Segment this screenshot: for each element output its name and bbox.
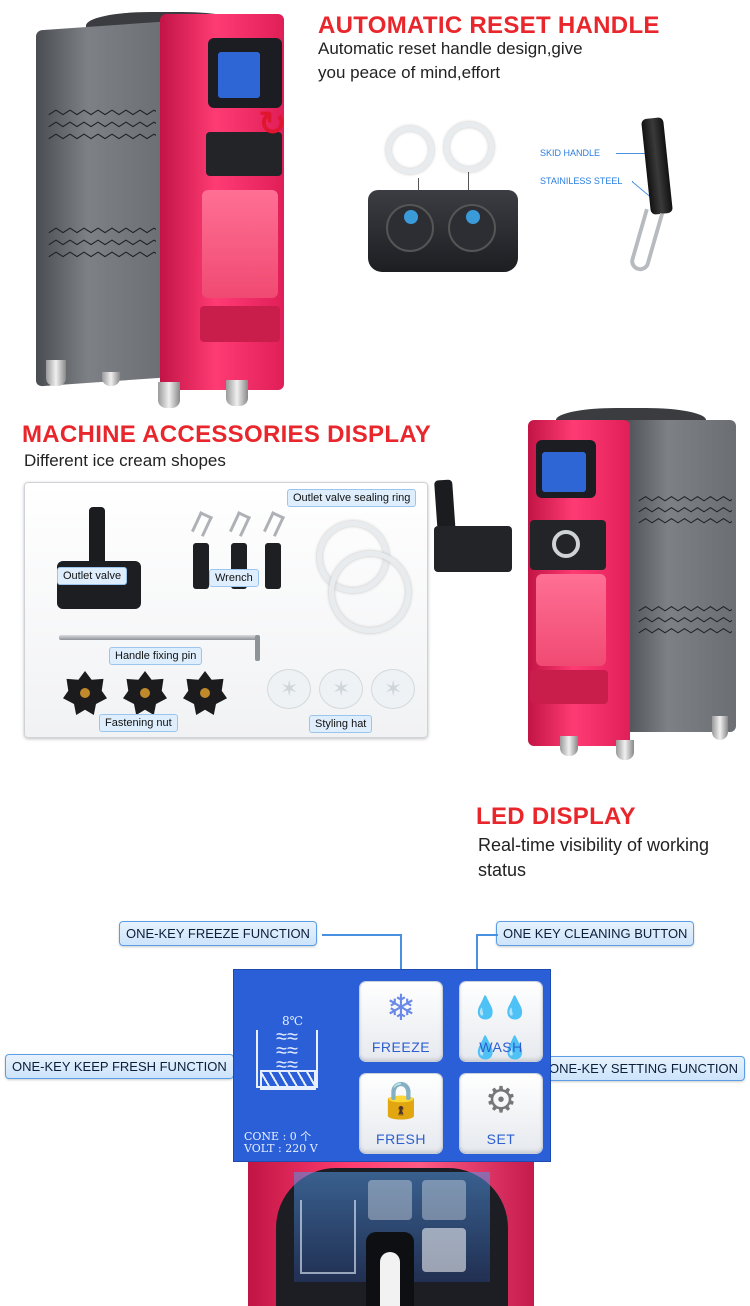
reset-handle-desc-1: Automatic reset handle design,give [318,39,583,58]
accessories-desc: Different ice cream shopes [24,451,226,470]
wrench-1 [191,511,213,589]
accessories-title: MACHINE ACCESSORIES DISPLAY [22,421,432,448]
accessories-panel: Outlet valve Wrench Outlet valve sealing… [24,482,428,738]
snowflake-icon: ❄ [385,987,417,1028]
fresh-key[interactable]: 🔒 FRESH [360,1074,442,1153]
callout-fresh: ONE-KEY KEEP FRESH FUNCTION [5,1054,234,1079]
led-display-desc-2: status [478,860,527,880]
steel-fork-illustration [627,208,665,274]
accessory-ring-2 [329,551,411,633]
temperature-readout: 8℃ [282,1014,304,1028]
reset-arrow-icon: ↻ [258,105,287,143]
fresh-key-label: FRESH [376,1131,426,1147]
set-key[interactable]: ⚙ SET [460,1074,542,1153]
skid-handle-illustration [641,117,673,215]
outlet-valve-handle [89,507,105,567]
zigzag-vent-bottom: ︿︿︿︿︿︿︿︿︿︿︿︿︿︿︿︿︿︿︿︿︿︿︿︿︿︿︿ [48,222,156,260]
wash-key[interactable]: 💧💧💧💧 WASH [460,982,542,1061]
wrench-tag: Wrench [209,569,259,587]
sealing-ring-tag: Outlet valve sealing ring [287,489,417,507]
fastening-nut-3 [183,671,227,715]
reset-handle-title: AUTOMATIC RESET HANDLE [318,12,660,39]
wrench-3 [263,511,285,589]
fixing-pin-tag: Handle fixing pin [109,647,203,665]
freeze-key-label: FREEZE [371,1039,431,1055]
led-display-desc-1: Real-time visibility of working [478,835,710,855]
lock-snow-icon: 🔒 [378,1079,424,1120]
wash-key-label: WASH [479,1039,523,1055]
water-drops-icon: 💧💧💧💧 [471,995,531,1060]
callout-setting: ONE-KEY SETTING FUNCTION [542,1056,745,1081]
sealing-ring-left [386,126,434,174]
sealing-ring-right [444,122,494,172]
styling-hat-3 [371,669,415,709]
stainless-steel-label: STAINILESS STEEL [540,176,623,186]
styling-hat-2 [319,669,363,709]
callout-clean: ONE KEY CLEANING BUTTON [496,921,695,946]
cone-count-readout: CONE : 0 个 [244,1130,312,1143]
led-display-title: LED DISPLAY [476,803,636,830]
voltage-readout: VOLT : 220 V [244,1142,318,1155]
styling-hat-tag: Styling hat [309,715,373,733]
styling-hat-1 [267,669,311,709]
fastening-nut-tag: Fastening nut [99,714,178,732]
grid-icon [260,1070,316,1090]
reset-handle-desc-2: you peace of mind,effort [318,63,501,82]
zigzag-vent-top: ︿︿︿︿︿︿︿︿︿︿︿︿︿︿︿︿︿︿︿︿︿︿︿︿︿︿︿ [48,104,156,142]
set-key-label: SET [486,1131,516,1147]
freeze-key[interactable]: ❄ FREEZE [360,982,442,1061]
skid-handle-label: SKID HANDLE [540,148,601,158]
fastening-nut-2 [123,671,167,715]
callout-freeze: ONE-KEY FREEZE FUNCTION [119,921,317,946]
fastening-nut-1 [63,671,107,715]
fixing-pin [59,635,259,640]
outlet-valve-tag: Outlet valve [57,567,128,585]
valve-base-illustration [368,190,518,272]
gear-icon: ⚙ [484,1079,518,1120]
led-control-panel: 8℃ ≈≈≈≈≈≈ CONE : 0 个 VOLT : 220 V ❄ FREE… [233,969,551,1162]
